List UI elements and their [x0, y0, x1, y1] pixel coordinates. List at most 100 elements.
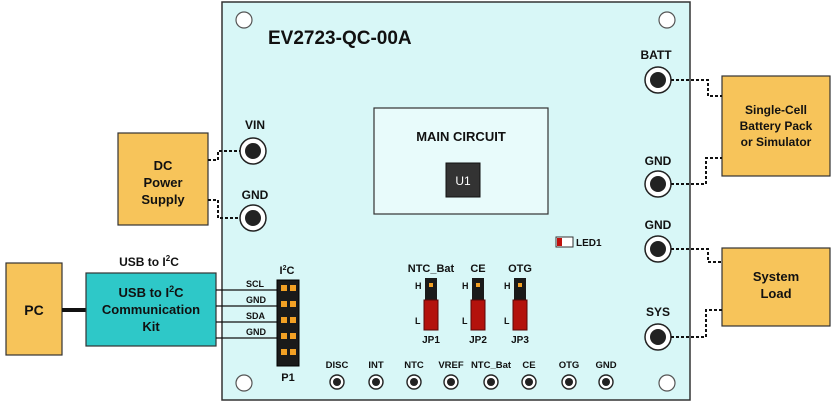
- system-load-box: [721, 247, 831, 327]
- terminal-batt-label: BATT: [640, 48, 672, 62]
- pc-box: [5, 262, 63, 356]
- wire-gnd-supply: [208, 199, 240, 219]
- jumper-id-label: JP2: [469, 335, 487, 346]
- header-pin: [290, 349, 296, 355]
- jumper-shunt: [423, 299, 439, 331]
- wire-batt: [671, 79, 722, 97]
- usb-kit-line-1: USB to I2C: [119, 284, 185, 300]
- mounting-hole-top-left: [235, 11, 253, 29]
- test-point-group: DISC INT NTC VREF NTC_Bat CE OTG GND: [326, 360, 617, 390]
- header-pin: [281, 285, 287, 291]
- jumper-high-label: H: [462, 281, 469, 291]
- test-point-label: CE: [522, 360, 535, 371]
- header-pin: [290, 333, 296, 339]
- usb-i2c-kit-box: [85, 272, 217, 347]
- load-line-2: Load: [760, 286, 791, 301]
- jumper-name-label: CE: [470, 263, 485, 275]
- i2c-header-pre: I: [280, 265, 283, 277]
- jumper-id-label: JP1: [422, 335, 440, 346]
- test-point-label: NTC_Bat: [471, 360, 512, 371]
- header-pin: [290, 317, 296, 323]
- terminal-gnd-left-center: [245, 210, 261, 226]
- jumper-name-label: OTG: [508, 263, 532, 275]
- header-pin: [281, 349, 287, 355]
- test-point-label: INT: [368, 360, 384, 371]
- jumper-shunt: [512, 299, 528, 331]
- battery-line-2: Battery Pack: [740, 119, 813, 133]
- wire-sys: [671, 309, 722, 338]
- jumper-name-label: NTC_Bat: [408, 263, 455, 275]
- i2c-pin-gnd-1: GND: [246, 295, 267, 305]
- test-point-ntc[interactable]: NTC: [404, 360, 424, 390]
- jumper-top-pin: [476, 283, 480, 287]
- header-pin: [290, 285, 296, 291]
- test-point-center: [565, 378, 573, 386]
- dc-power-supply-box: [117, 132, 209, 226]
- mounting-hole-top-right: [658, 11, 676, 29]
- mounting-hole-bottom-right: [658, 374, 676, 392]
- wire-load-gnd: [671, 248, 722, 263]
- test-point-center: [525, 378, 533, 386]
- i2c-header-post: C: [287, 265, 295, 277]
- test-point-center: [333, 378, 341, 386]
- test-point-center: [487, 378, 495, 386]
- terminal-sys-label: SYS: [646, 305, 670, 319]
- main-circuit-block: [373, 107, 549, 215]
- usb-kit-line-2: Communication: [102, 302, 200, 317]
- terminal-gnd-left-label: GND: [242, 188, 269, 202]
- dc-supply-line-1: DC: [154, 158, 173, 173]
- dc-supply-line-3: Supply: [141, 192, 185, 207]
- test-point-ce[interactable]: CE: [521, 360, 537, 390]
- i2c-pin-sda: SDA: [246, 311, 266, 321]
- dc-supply-line-2: Power: [143, 175, 182, 190]
- battery-box: [721, 75, 831, 177]
- usb-kit-header: USB to I2C: [119, 254, 179, 269]
- test-point-center: [602, 378, 610, 386]
- test-point-int[interactable]: INT: [368, 360, 384, 390]
- usb-kit-line-1-sup: 2: [169, 284, 174, 294]
- jumper-low-label: L: [462, 316, 468, 326]
- terminal-vin-label: VIN: [245, 118, 265, 132]
- test-point-ntc-bat[interactable]: NTC_Bat: [471, 360, 512, 390]
- usb-kit-line-1-text: USB to I: [119, 285, 170, 300]
- terminal-gnd-right-1-label: GND: [645, 154, 672, 168]
- test-point-otg[interactable]: OTG: [559, 360, 580, 390]
- test-point-gnd[interactable]: GND: [595, 360, 617, 390]
- i2c-pin-scl: SCL: [246, 279, 265, 289]
- i2c-pin-gnd-2: GND: [246, 327, 267, 337]
- header-pin: [290, 301, 296, 307]
- usb-kit-header-tail: C: [170, 255, 179, 269]
- usb-kit-header-sup: 2: [166, 254, 171, 263]
- jumper-top-pin: [518, 283, 522, 287]
- header-pin: [281, 301, 287, 307]
- i2c-header-label: I2C: [280, 265, 295, 277]
- test-point-disc[interactable]: DISC: [326, 360, 349, 390]
- jumper-low-label: L: [504, 316, 510, 326]
- chip-u1-label: U1: [455, 174, 471, 188]
- pc-label: PC: [24, 302, 43, 318]
- usb-kit-line-1-tail: C: [174, 285, 184, 300]
- battery-line-1: Single-Cell: [745, 103, 807, 117]
- i2c-header-pins: [281, 285, 296, 355]
- mounting-hole-bottom-left: [235, 374, 253, 392]
- wire-vin: [208, 150, 240, 161]
- test-point-label: NTC: [404, 360, 424, 371]
- usb-kit-header-text: USB to I: [119, 255, 166, 269]
- terminal-batt-center: [650, 72, 666, 88]
- main-circuit-label: MAIN CIRCUIT: [416, 129, 506, 144]
- test-point-vref[interactable]: VREF: [438, 360, 464, 390]
- jumper-high-label: H: [504, 281, 511, 291]
- led1-cathode-mark: [557, 238, 562, 246]
- wire-batt-gnd: [671, 157, 722, 185]
- led1-label: LED1: [576, 238, 602, 249]
- terminal-gnd-right-2-label: GND: [645, 218, 672, 232]
- terminal-gnd-right-1-center: [650, 176, 666, 192]
- usb-kit-line-3: Kit: [142, 319, 160, 334]
- test-point-label: DISC: [326, 360, 349, 371]
- jumper-shunt: [470, 299, 486, 331]
- load-line-1: System: [753, 269, 799, 284]
